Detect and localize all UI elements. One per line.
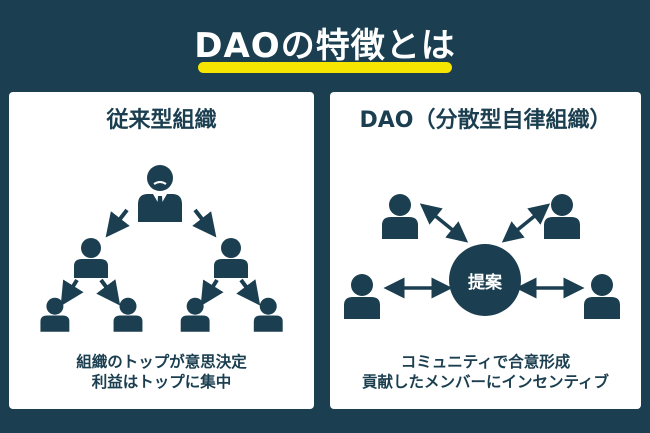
proposal-label: 提案 [468,273,502,293]
desc-line: 利益はトップに集中 [91,373,232,391]
traditional-description: 組織のトップが意思決定 利益はトップに集中 [9,352,314,392]
manager-icon [214,238,248,278]
title-underline [198,62,452,73]
proposal-circle [449,244,521,316]
page-title: DAOの特徴とは [194,26,456,66]
desc-line: コミュニティで合意形成 [400,353,571,371]
desc-line: 貢献したメンバーにインセンティブ [361,373,610,391]
desc-line: 組織のトップが意思決定 [76,353,247,371]
panel-heading: DAO（分散型自律組織） [359,108,612,133]
traditional-org-panel: 従来型組織 組織のトップが意思決定 利益はトップに集中 [9,92,314,409]
dao-diagram [344,194,620,319]
dao-panel: DAO（分散型自律組織） 提案 コミュニティで合意形成 貢献したメンバーにインセ… [330,92,641,409]
member-icon [584,274,620,319]
member-icon [344,274,380,319]
dao-description: コミュニティで合意形成 貢献したメンバーにインセンティブ [330,352,641,392]
hierarchy-diagram [40,165,283,332]
member-icon [382,194,418,239]
member-icon [544,194,580,239]
boss-icon [138,165,182,222]
panel-heading: 従来型組織 [106,108,217,133]
manager-icon [74,238,108,278]
